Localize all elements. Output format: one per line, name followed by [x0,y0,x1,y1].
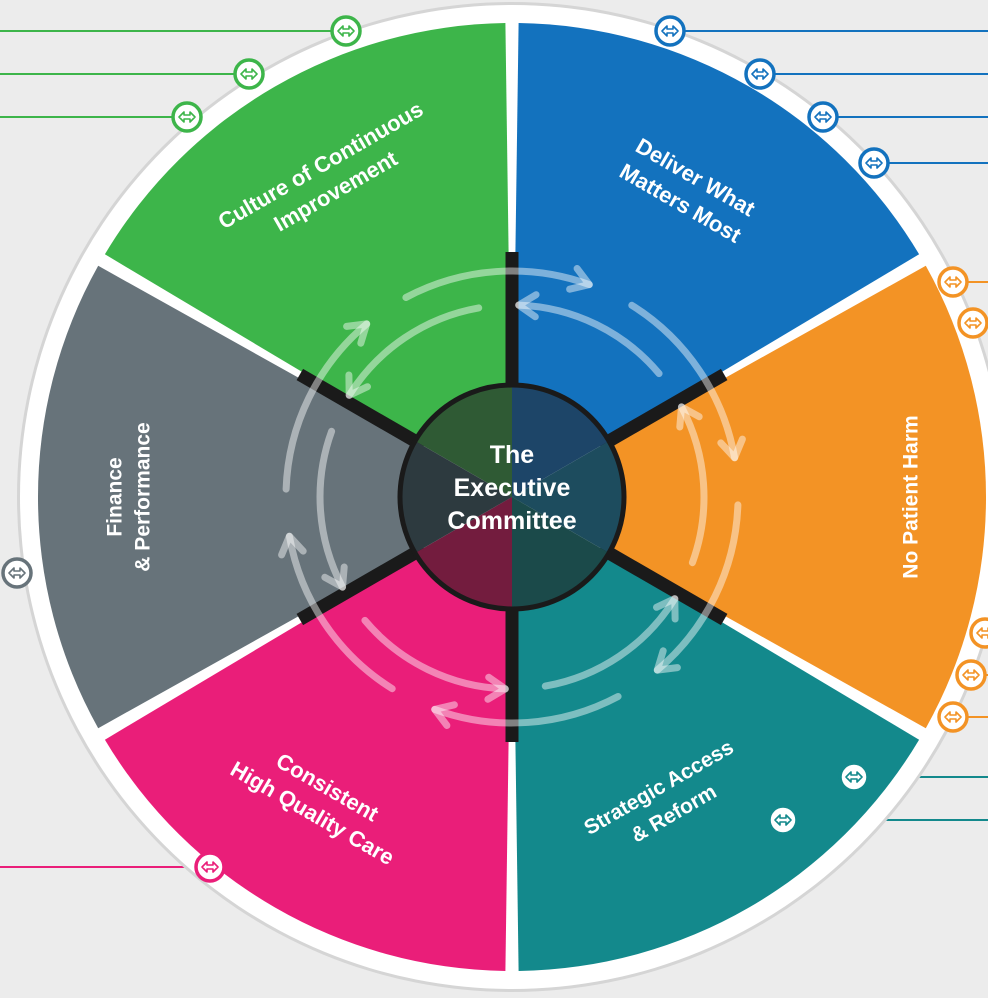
double-arrow-icon[interactable] [330,15,362,47]
cycle-arc-outer [282,320,371,493]
divider-bar [597,542,728,626]
double-arrow-icon[interactable] [937,266,969,298]
double-arrow-icon[interactable] [858,147,890,179]
center-hub [397,382,627,612]
cycle-arrowhead [431,701,458,729]
segment-culture [104,23,513,497]
cycle-arc-outer [285,532,396,693]
hub-wedge [512,441,625,553]
double-arrow-icon[interactable] [937,701,969,733]
center-title-line: Committee [447,507,576,535]
cycle-arrowhead [653,595,679,623]
connector-icons [1,15,988,883]
cycle-arc-inner [678,403,708,567]
cycle-arrows [278,265,746,729]
double-arrow-icon[interactable] [744,58,776,90]
segment-label-line: & Performance [131,422,154,571]
dividers [296,252,728,742]
double-arrow-icon[interactable] [1,557,33,589]
cycle-arrowhead [321,563,348,591]
cycle-arc-inner [541,595,679,690]
cycle-arrowhead [653,647,681,674]
cycle-arc-inner [316,427,346,591]
cycle-arrowhead [717,435,746,462]
cycle-arc-outer [653,501,742,674]
cycle-arrowhead [278,532,307,559]
divider-bar [296,368,427,452]
double-arrow-icon[interactable] [194,851,226,883]
double-arrow-icon[interactable] [654,15,686,47]
cycle-arc-outer [431,693,622,727]
cycle-arc-outer [402,267,593,301]
segment-label-line: No Patient Harm [899,415,922,578]
divider-bar [296,542,427,626]
segment-strategic [512,497,920,971]
segment-finance [37,265,513,729]
cycle-arrowhead [676,403,703,431]
cycle-arrowhead [515,291,540,321]
double-arrow-icon[interactable] [955,659,987,691]
cycle-arc-inner [361,616,509,693]
double-arrow-icon[interactable] [969,617,988,649]
cycle-arrowhead [343,320,371,347]
double-arrow-icon[interactable] [233,58,265,90]
segment-label-line: Finance [103,457,126,536]
cycle-arc-outer [628,301,739,462]
divider-bar [597,368,728,452]
double-arrow-icon[interactable] [807,101,839,133]
cycle-arc-inner [515,301,663,378]
double-arrow-icon[interactable] [957,307,988,339]
segment-label-no-harm: No Patient Harm [899,415,922,578]
cycle-arc-inner [345,304,483,399]
segment-no-harm [512,265,987,729]
hub-wedge [399,441,512,553]
center-title-line: The [490,441,535,469]
cycle-arrowhead [566,265,593,293]
hub-outline [397,382,627,612]
segment-deliver [512,23,920,497]
double-arrow-icon[interactable] [838,761,870,793]
double-arrow-icon[interactable] [171,101,203,133]
double-arrow-icon[interactable] [767,804,799,836]
cycle-arrowhead [345,371,371,399]
cycle-arrowhead [484,673,509,703]
segments [37,23,987,971]
segment-label-finance: Finance& Performance [103,422,154,571]
center-title-line: Executive [454,474,571,502]
